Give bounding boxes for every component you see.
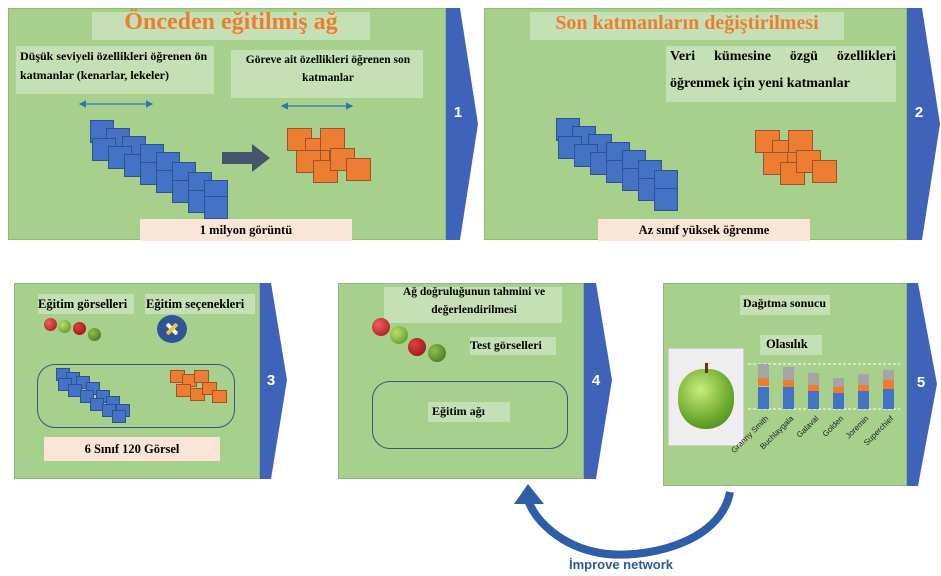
panel-5-title-box (740, 295, 830, 315)
panel-1-left-text-box (16, 46, 214, 94)
panel-4-network-box (372, 381, 568, 449)
panel-5-prob-label: Olasılık (766, 337, 808, 351)
apple-green-test (390, 326, 408, 344)
bar-joremin-s0 (858, 391, 869, 409)
panel-5-title: Dağıtma sonucu (743, 296, 827, 310)
panel-1-arrow-bar (446, 8, 460, 240)
apple-red-thumb (73, 322, 86, 335)
bar-golden-s0 (833, 392, 844, 409)
bar-joremin-s2 (858, 373, 869, 385)
bar-superchief-s2 (883, 370, 894, 381)
panel-replace-layers (484, 8, 907, 240)
panel-4-test-label-box (470, 337, 556, 355)
apple-red-test (408, 338, 426, 356)
bar-golden-s1 (833, 386, 844, 393)
bar-superchief-s1 (883, 380, 894, 390)
apple-green-thumb (58, 320, 71, 333)
panel-5-prob-label-box (760, 335, 822, 355)
panel-4-box-label-bg (428, 402, 510, 422)
panel-2-right-text: Veri kümesine özgü özellikleri öğrenmek … (670, 49, 896, 91)
panel-3-number: 3 (266, 372, 276, 389)
improve-network-label: İmprove network (569, 557, 674, 572)
panel-1-right-text-box (231, 50, 423, 98)
panel-3-bottom-label: 6 Sınıf 120 Görsel (44, 437, 220, 461)
panel-4-title: Ağ doğruluğunun tahmini ve değerlendiril… (402, 286, 546, 316)
bar-granny-smith-s1 (758, 378, 769, 387)
panel-2-right-text-box (666, 46, 896, 102)
panel-4-number: 4 (591, 372, 601, 389)
bar-galaval-s0 (808, 391, 819, 409)
bar-granny-smith-s0 (758, 386, 769, 409)
panel-3-options-label-box (145, 294, 255, 314)
apple-red-test (372, 318, 390, 336)
panel-3-images-label-box (38, 294, 134, 314)
bar-buchlaygala-s0 (783, 387, 794, 409)
bar-golden-s2 (833, 377, 844, 387)
panel-5-number: 5 (916, 374, 926, 391)
bar-buchlaygala-s2 (783, 366, 794, 381)
bar-galaval-s1 (808, 384, 819, 391)
panel-4-test-label: Test görselleri (470, 338, 542, 352)
panel-1-title: Önceden eğitilmiş ağ (124, 9, 338, 35)
bar-granny-smith-s2 (758, 363, 769, 379)
panel-1-bottom-label: 1 milyon görüntü (140, 219, 352, 241)
panel-1-title-box (92, 12, 370, 40)
panel-3-images-label: Eğitim görselleri (38, 297, 128, 311)
panel-4-title-box (384, 287, 562, 323)
panel-2-title-box (530, 12, 844, 40)
panel-2-number: 2 (914, 104, 924, 121)
panel-1-number: 1 (453, 104, 463, 121)
tools-icon (157, 315, 187, 343)
panel-1-right-text: Göreve ait özellikleri öğrenen son katma… (245, 54, 411, 85)
apple-green-test (428, 344, 446, 362)
panel-3-network-box (37, 364, 235, 428)
apple-red-thumb (44, 318, 57, 331)
probability-chart (748, 362, 900, 412)
green-apple (678, 369, 734, 429)
panel-1-left-text: Düşük seviyeli özellikleri öğrenen ön ka… (20, 49, 208, 83)
bar-buchlaygala-s1 (783, 380, 794, 388)
apple-green-thumb (88, 328, 101, 341)
bar-superchief-s0 (883, 389, 894, 409)
panel-2-title: Son katmanların değiştirilmesi (555, 12, 819, 34)
panel-3-options-label: Eğitim seçenekleri (146, 297, 245, 311)
apple-photo (668, 348, 744, 446)
panel-2-bottom-label: Az sınıf yüksek öğrenme (598, 219, 810, 241)
bar-galaval-s2 (808, 373, 819, 385)
panel-4-box-label: Eğitim ağı (432, 404, 485, 418)
bar-joremin-s1 (858, 384, 869, 391)
